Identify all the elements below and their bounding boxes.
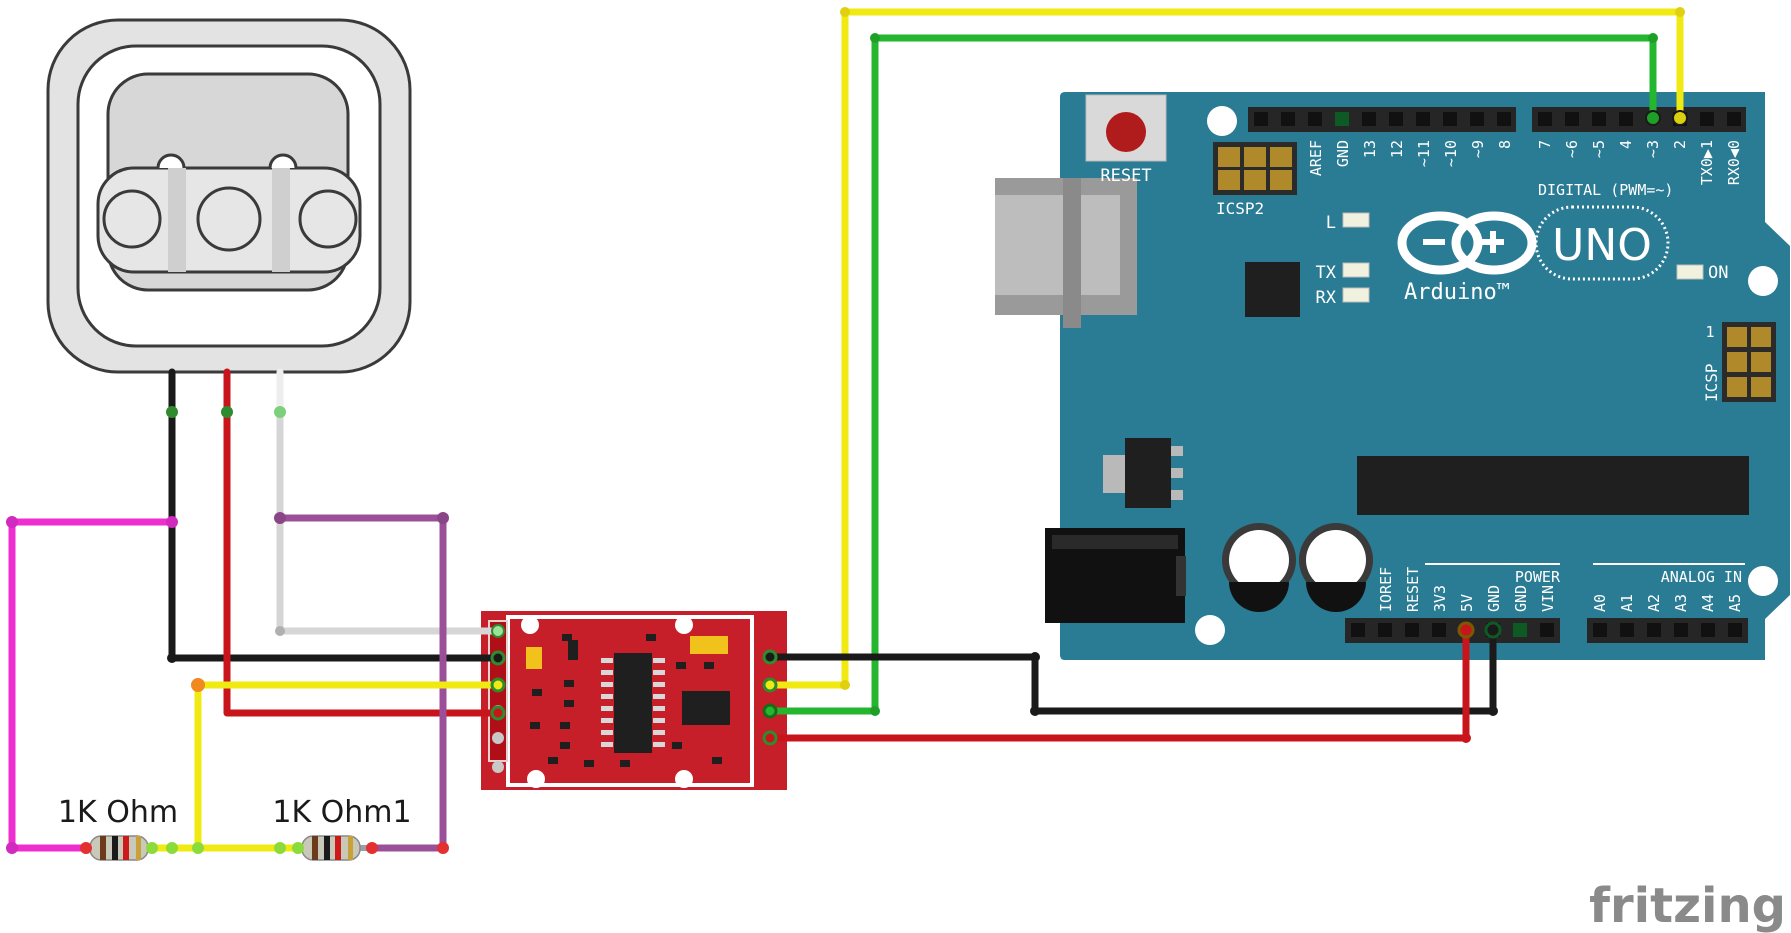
pin-label-a0: A0	[1591, 594, 1609, 612]
analog-header	[1587, 563, 1748, 643]
led-tx-label: TX	[1316, 263, 1337, 283]
atmega-chip	[1357, 456, 1749, 515]
led-indicators	[1342, 212, 1704, 303]
pin-label-11: ~11	[1415, 140, 1433, 167]
arduino-logo	[1397, 205, 1670, 281]
pin-label-10: ~10	[1442, 140, 1460, 167]
pin-label-12: 12	[1388, 140, 1406, 158]
pin-label-13: 13	[1361, 140, 1379, 158]
pin-label-3v3: 3V3	[1431, 585, 1449, 612]
fritzing-watermark: fritzing	[1589, 878, 1786, 933]
analog-pin-labels: A0 A1 A2 A3 A4 A5	[1591, 594, 1744, 612]
wire-white-loadcell-a	[276, 376, 501, 635]
resistor-2-label: 1K Ohm1	[272, 795, 411, 830]
pin-label-9: ~9	[1469, 140, 1487, 158]
icsp-label: ICSP	[1702, 363, 1721, 402]
led-l-label: L	[1326, 213, 1336, 233]
icsp2-header	[1213, 142, 1297, 195]
pin-label-5v: 5V	[1458, 594, 1476, 612]
uno-model-label: UNO	[1552, 220, 1652, 271]
usb-connector	[995, 178, 1137, 328]
power-header	[1345, 563, 1560, 643]
analog-label: ANALOG IN	[1661, 568, 1742, 586]
pin-label-gnd: GND	[1334, 140, 1352, 167]
pin-label-a4: A4	[1699, 594, 1717, 612]
pin-label-rx0: RX0◀0	[1725, 140, 1743, 185]
digital-header	[1248, 107, 1746, 132]
wire-endpoints	[6, 7, 1688, 854]
arduino-uno-board: RESET ICSP2	[995, 92, 1790, 660]
reset-button[interactable]	[1085, 94, 1167, 162]
pin-label-reset: RESET	[1404, 567, 1422, 612]
reset-label: RESET	[1100, 166, 1151, 186]
pin-label-3: ~3	[1644, 140, 1662, 158]
icsp2-label: ICSP2	[1216, 199, 1264, 218]
voltage-regulator	[1103, 438, 1183, 508]
arduino-pcb	[1060, 92, 1790, 660]
resistor-1k-ohm	[80, 835, 158, 861]
pin-label-6: ~6	[1563, 140, 1581, 158]
hx711-amplifier-module	[481, 611, 787, 790]
pin-label-tx1: TX0▶1	[1698, 140, 1716, 185]
pin-label-2: 2	[1671, 140, 1689, 149]
pin-label-gnd2: GND	[1512, 585, 1530, 612]
pin-label-4: 4	[1617, 140, 1635, 149]
pin-label-vin: VIN	[1539, 585, 1557, 612]
led-rx-label: RX	[1316, 288, 1337, 308]
load-cell	[46, 18, 412, 374]
digital-label: DIGITAL (PWM=~)	[1538, 181, 1673, 199]
resistor-1-label: 1K Ohm	[58, 795, 178, 830]
pin-label-8: 8	[1496, 140, 1514, 149]
wire-red-loadcell-e	[223, 376, 501, 717]
led-on-label: ON	[1708, 263, 1728, 283]
pin-label-a1: A1	[1618, 594, 1636, 612]
resistor-1k-ohm1	[292, 835, 378, 861]
pin-label-5: ~5	[1590, 140, 1608, 158]
pin-label-a2: A2	[1645, 594, 1663, 612]
power-jack	[1045, 528, 1186, 623]
power-label: POWER	[1515, 568, 1561, 586]
pin-label-gnd1: GND	[1485, 585, 1503, 612]
pin-label-a5: A5	[1726, 594, 1744, 612]
capacitors	[1222, 523, 1373, 612]
pin-label-7: 7	[1536, 140, 1554, 149]
pin-label-a3: A3	[1672, 594, 1690, 612]
digital-pin-labels: AREF GND 13 12 ~11 ~10 ~9 8 7 ~6 ~5 4 ~3…	[1307, 140, 1743, 185]
icsp-header	[1722, 322, 1776, 402]
wire-pink	[8, 518, 176, 852]
pin-label-ioref: IOREF	[1377, 567, 1395, 612]
power-pin-labels: IOREF RESET 3V3 5V GND GND VIN	[1377, 567, 1557, 612]
pin-label-aref: AREF	[1307, 140, 1325, 176]
arduino-brand-label: Arduino™	[1404, 280, 1510, 305]
icsp-pin1-label: 1	[1705, 323, 1714, 341]
usb-chip	[1245, 262, 1300, 317]
